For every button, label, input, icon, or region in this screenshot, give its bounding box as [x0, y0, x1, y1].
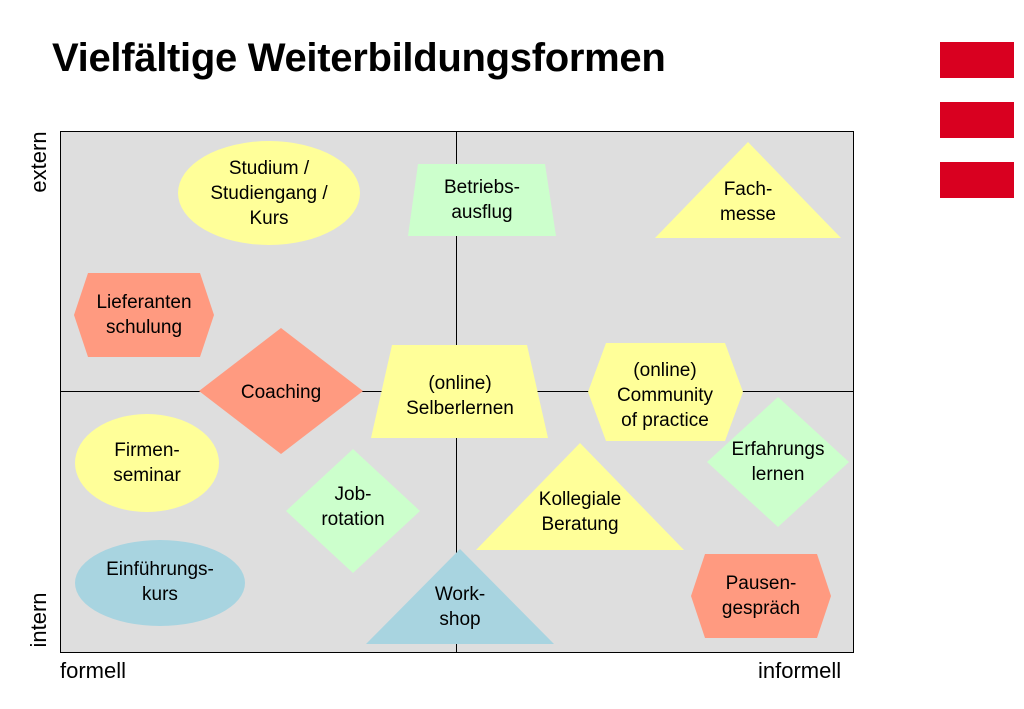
label-fachmesse: Fach- messe — [720, 179, 776, 225]
label-selberlernen: (online) Selberlernen — [406, 373, 514, 419]
axis-label-informell: informell — [758, 658, 842, 683]
label-betriebsausflug: Betriebs- ausflug — [443, 177, 521, 223]
shape-lieferantenschulung — [74, 273, 214, 357]
label-einfuehrungskurs: Einführungs- kurs — [106, 559, 214, 605]
logo-bar-3 — [940, 162, 1014, 198]
label-lieferantenschulung: Lieferanten schulung — [96, 292, 192, 338]
label-pausengespraech: Pausen- gespräch — [721, 573, 801, 619]
shape-studium — [178, 141, 360, 245]
label-erfahrungslernen: Erfahrungs lernen — [731, 439, 825, 485]
shape-fachmesse — [655, 142, 841, 238]
page-title: Vielfältige Weiterbildungsformen — [52, 36, 666, 80]
shape-selberlernen — [371, 345, 548, 438]
axis-label-formell: formell — [60, 658, 127, 683]
shape-firmenseminar — [75, 414, 219, 512]
shape-kollegiale — [476, 443, 684, 550]
label-coaching: Coaching — [240, 381, 322, 403]
logo-bar-1 — [940, 42, 1014, 78]
shape-pausengespraech — [691, 554, 831, 638]
label-kollegiale: Kollegiale Beratung — [538, 489, 622, 535]
logo-bar-2 — [940, 102, 1014, 138]
shape-einfuehrungskurs — [75, 540, 245, 626]
shape-jobrotation — [286, 449, 420, 573]
shape-workshop — [366, 549, 554, 644]
label-workshop: Work- shop — [434, 584, 486, 630]
label-studium: Studium / Studiengang / Kurs — [210, 157, 328, 229]
shape-betriebsausflug — [408, 164, 556, 236]
label-firmenseminar: Firmen- seminar — [113, 440, 181, 486]
shape-erfahrungslernen — [707, 397, 849, 527]
shape-coaching — [199, 328, 363, 454]
label-community: (online) Community of practice — [616, 359, 714, 431]
label-jobrotation: Job- rotation — [321, 484, 385, 530]
shape-community — [588, 343, 743, 441]
